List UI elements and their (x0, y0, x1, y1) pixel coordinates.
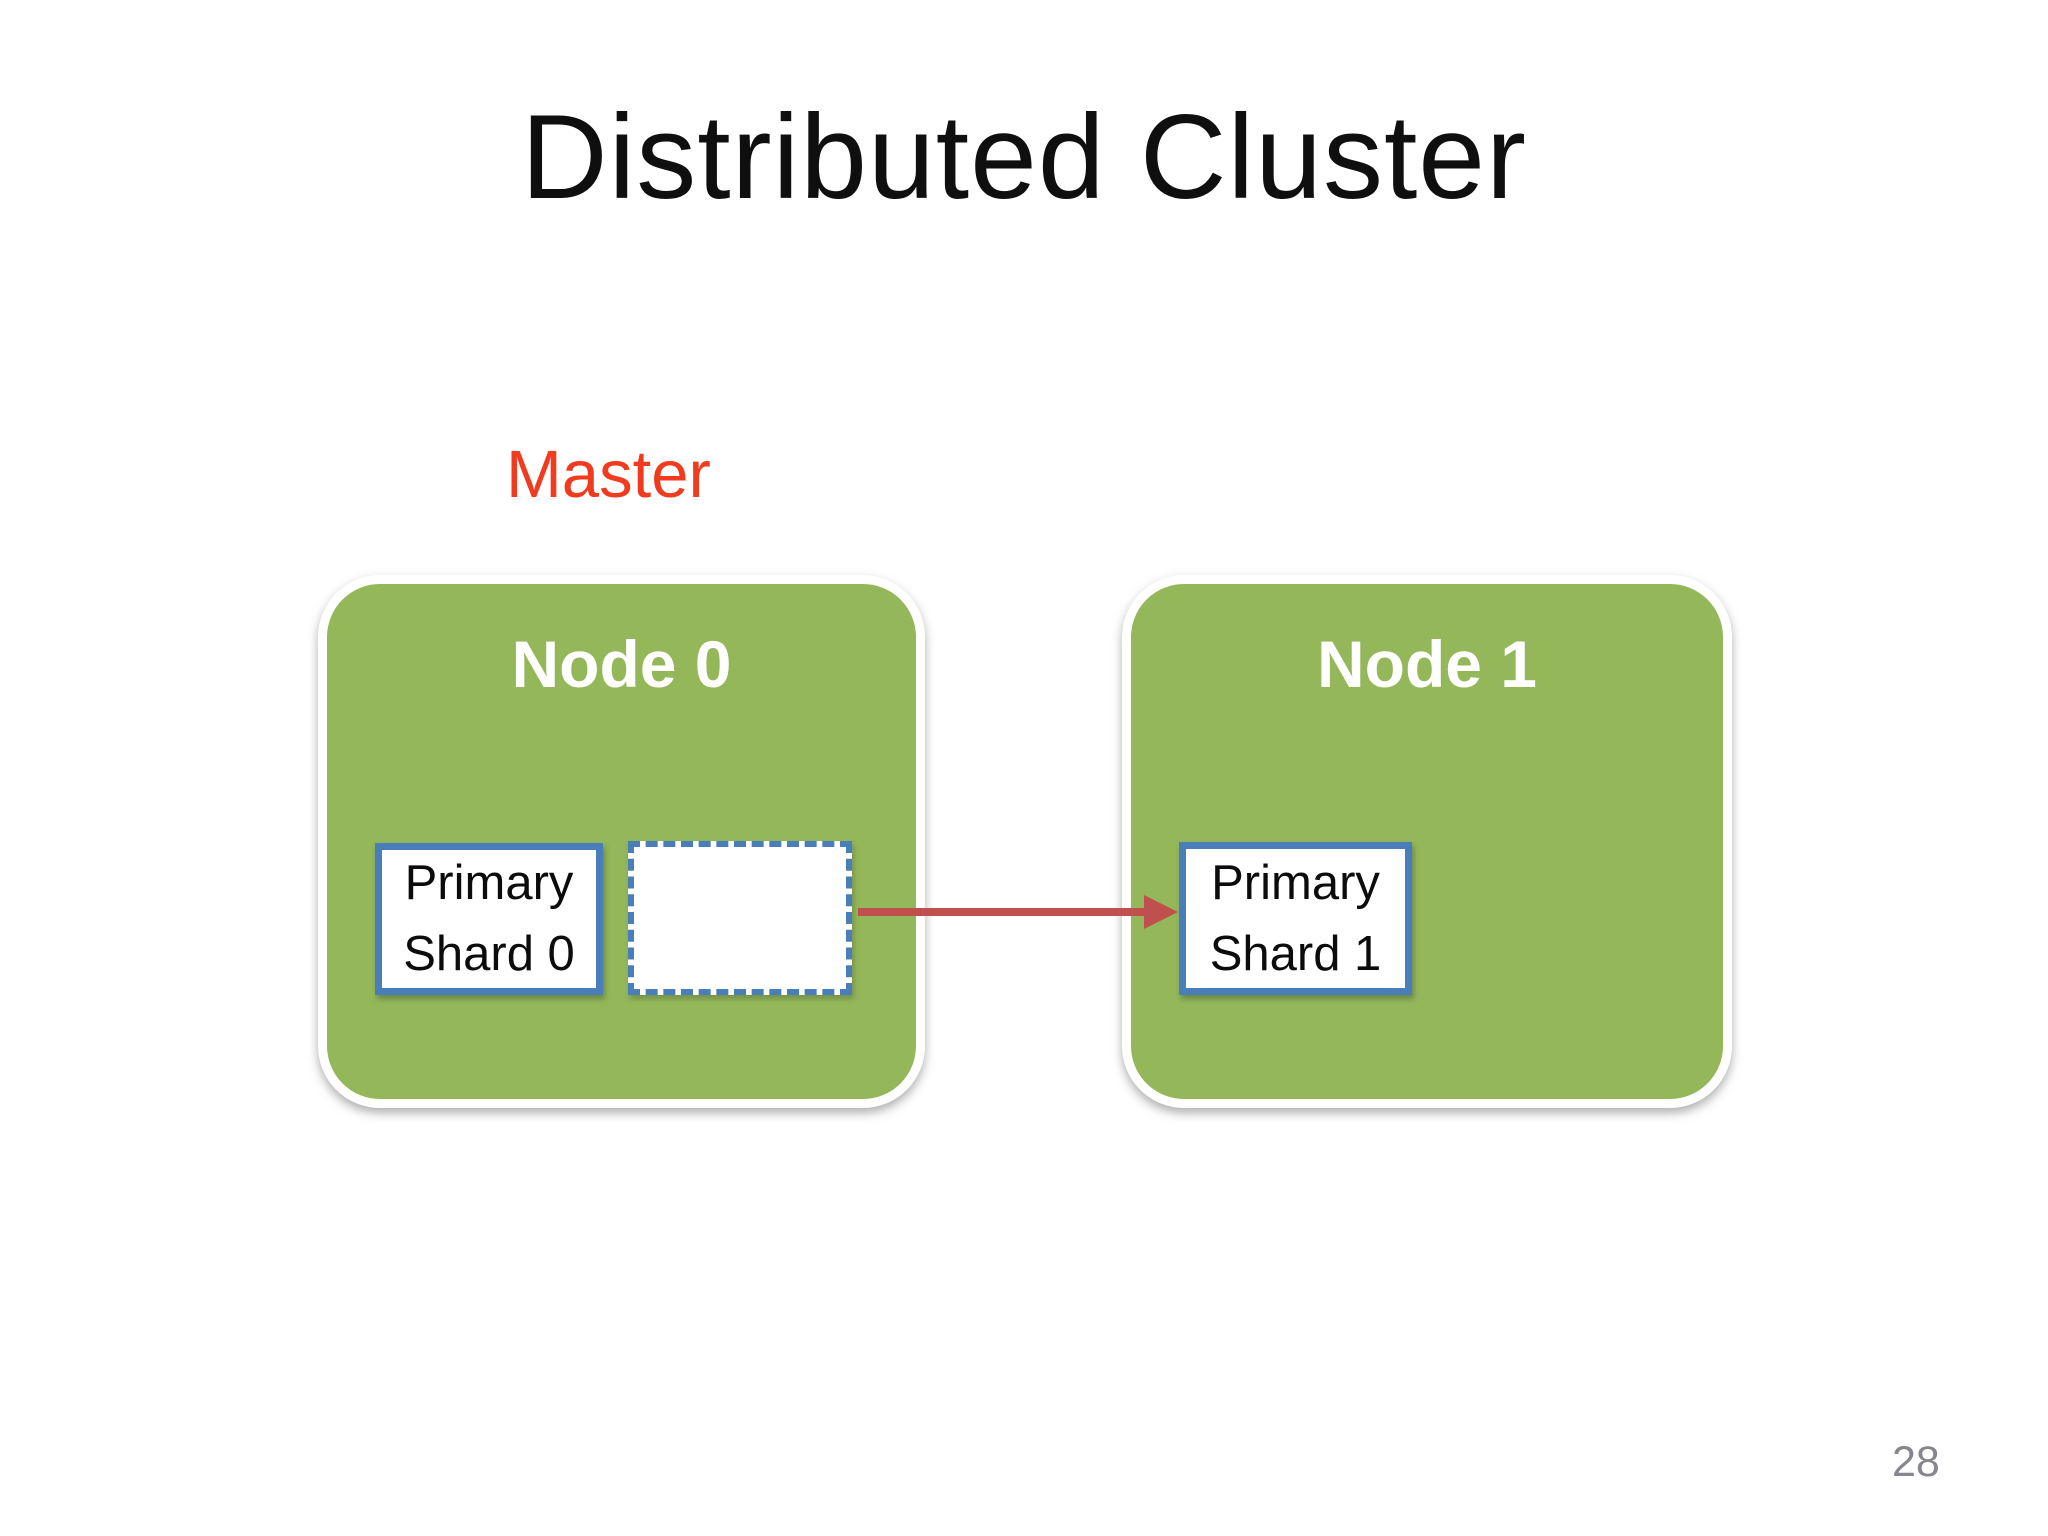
node-0: Node 0 Primary Shard 0 (318, 575, 925, 1108)
master-label: Master (506, 437, 711, 512)
node-1-title: Node 1 (1316, 627, 1538, 701)
arrow-head-icon (1144, 895, 1178, 929)
primary-shard-1-label: Primary Shard 1 (1209, 855, 1382, 981)
primary-shard-1-box: Primary Shard 1 (1179, 842, 1412, 995)
page-number: 28 (1892, 1438, 1940, 1486)
slide-title: Distributed Cluster (520, 90, 1527, 224)
primary-shard-0-box: Primary Shard 0 (375, 843, 603, 995)
empty-shard-slot (628, 841, 852, 995)
arrow-line (858, 908, 1146, 916)
node-0-title: Node 0 (511, 627, 732, 701)
primary-shard-0-label: Primary Shard 0 (403, 856, 575, 981)
node-1: Node 1 Primary Shard 1 (1122, 575, 1732, 1108)
